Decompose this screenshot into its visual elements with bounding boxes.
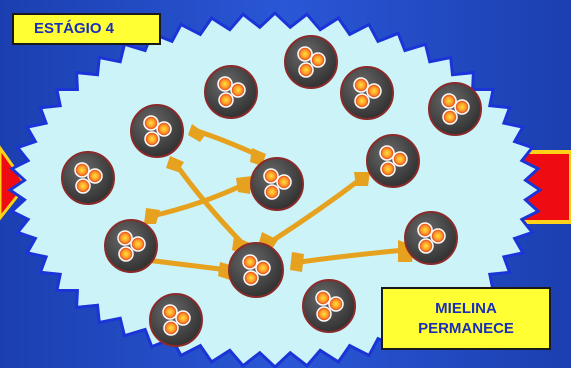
cell-nucleus xyxy=(264,184,280,200)
cell-nucleus xyxy=(315,290,331,306)
cell-nucleus xyxy=(243,270,259,286)
cell-6 xyxy=(366,134,420,188)
cell-1 xyxy=(284,35,338,89)
cell-nucleus xyxy=(263,168,279,184)
cell-nucleus xyxy=(442,109,458,125)
cell-nucleus xyxy=(242,254,258,270)
cell-9 xyxy=(104,219,158,273)
cell-nucleus xyxy=(354,93,370,109)
cell-nucleus xyxy=(392,151,408,167)
cell-nucleus xyxy=(441,93,457,109)
cell-nucleus xyxy=(366,83,382,99)
cell-nucleus xyxy=(255,260,271,276)
stage-label-text: ESTÁGIO 4 xyxy=(34,20,115,37)
cell-13 xyxy=(149,293,203,347)
myelin-label-line-2: PERMANECE xyxy=(418,319,514,337)
connection-2 xyxy=(172,160,247,248)
cell-nucleus xyxy=(117,230,133,246)
cell-8 xyxy=(250,157,304,211)
connection-6 xyxy=(269,175,365,244)
cell-nucleus xyxy=(430,228,446,244)
cell-5 xyxy=(130,104,184,158)
cell-10 xyxy=(404,211,458,265)
stage-label: ESTÁGIO 4 xyxy=(12,13,161,45)
connection-end-6 xyxy=(236,176,252,194)
cell-nucleus xyxy=(130,236,146,252)
connection-5 xyxy=(297,247,408,265)
connection-end-9 xyxy=(290,252,304,272)
cell-nucleus xyxy=(417,222,433,238)
cell-nucleus xyxy=(218,92,234,108)
cell-7 xyxy=(61,151,115,205)
cell-nucleus xyxy=(454,99,470,115)
cell-nucleus xyxy=(353,77,369,93)
cell-nucleus xyxy=(328,296,344,312)
cell-3 xyxy=(340,66,394,120)
connection-end-3 xyxy=(166,156,184,172)
cell-nucleus xyxy=(380,161,396,177)
cells-layer xyxy=(61,35,482,347)
myelin-label-line-1: MIELINA xyxy=(435,299,497,317)
cell-nucleus xyxy=(230,82,246,98)
myelin-label: MIELINA PERMANECE xyxy=(381,287,551,350)
connection-end-11 xyxy=(354,172,370,186)
cell-nucleus xyxy=(156,121,172,137)
cell-nucleus xyxy=(143,115,159,131)
cell-nucleus xyxy=(276,174,292,190)
connection-3 xyxy=(149,182,246,219)
cell-nucleus xyxy=(297,46,313,62)
cell-4 xyxy=(428,82,482,136)
cell-2 xyxy=(204,65,258,119)
cell-nucleus xyxy=(74,162,90,178)
cell-nucleus xyxy=(163,320,179,336)
cell-nucleus xyxy=(316,306,332,322)
cell-nucleus xyxy=(418,238,434,254)
cell-nucleus xyxy=(87,168,103,184)
cell-nucleus xyxy=(310,52,326,68)
cell-12 xyxy=(302,279,356,333)
cell-nucleus xyxy=(379,145,395,161)
cell-nucleus xyxy=(298,62,314,78)
connection-end-5 xyxy=(144,208,160,224)
cell-nucleus xyxy=(217,76,233,92)
connection-end-2 xyxy=(250,148,266,166)
connection-end-1 xyxy=(188,124,206,142)
cell-nucleus xyxy=(75,178,91,194)
cell-nucleus xyxy=(162,304,178,320)
cell-11 xyxy=(228,242,284,298)
cell-nucleus xyxy=(144,131,160,147)
cell-nucleus xyxy=(175,310,191,326)
cell-nucleus xyxy=(118,246,134,262)
